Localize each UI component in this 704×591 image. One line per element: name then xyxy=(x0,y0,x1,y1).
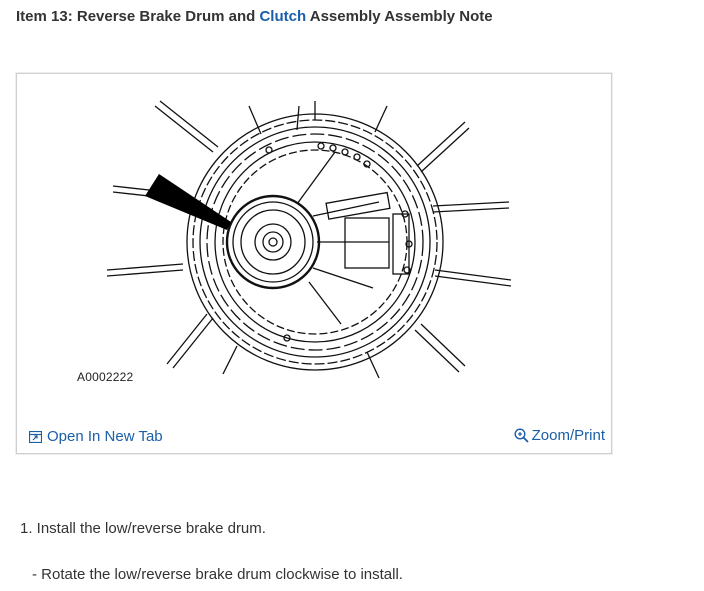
step-1-substep-text: - Rotate the low/reverse brake drum cloc… xyxy=(32,566,403,583)
page-title: Item 13: Reverse Brake Drum and Clutch A… xyxy=(16,8,493,25)
title-prefix: Item 13: Reverse Brake Drum and xyxy=(16,8,260,25)
figure-panel: A0002222 Open In New Tab Zoo xyxy=(16,73,612,454)
brake-drum-diagram xyxy=(106,100,512,379)
title-suffix: Assembly Assembly Note xyxy=(306,8,493,25)
zoom-print-label: Zoom/Print xyxy=(531,427,605,444)
clutch-link[interactable]: Clutch xyxy=(259,8,307,25)
open-new-tab-icon xyxy=(29,430,42,443)
instruction-steps: 1. Install the low/reverse brake drum. -… xyxy=(20,520,403,583)
figure-footer: Open In New Tab Zoom/Print xyxy=(17,422,611,448)
figure-label: A0002222 xyxy=(77,370,134,384)
open-in-new-tab-label: Open In New Tab xyxy=(47,428,163,445)
step-1-text: 1. Install the low/reverse brake drum. xyxy=(20,520,266,537)
zoom-print-link[interactable]: Zoom/Print xyxy=(514,427,605,444)
magnifier-zoom-icon xyxy=(514,427,530,444)
open-in-new-tab-link[interactable]: Open In New Tab xyxy=(29,428,163,445)
